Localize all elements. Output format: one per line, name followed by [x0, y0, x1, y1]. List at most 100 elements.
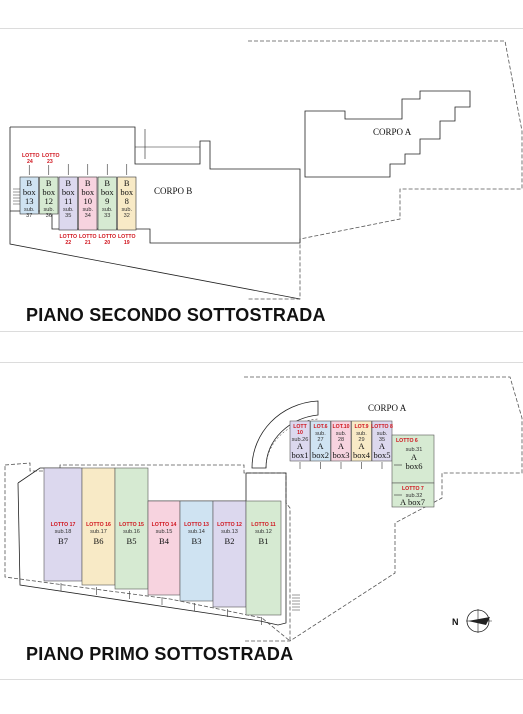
- top-box-number: 10: [84, 196, 93, 206]
- top-box-word: box: [42, 187, 56, 197]
- unit-label: B1: [259, 536, 269, 546]
- unit-label: B5: [127, 536, 137, 546]
- unit-lotto: LOTTO 12: [217, 522, 242, 528]
- unit-label: B4: [159, 536, 170, 546]
- unit-lotto: LOTTO 11: [251, 522, 276, 528]
- top-box-letter: B: [85, 178, 91, 188]
- top-box-sub: sub.: [63, 207, 74, 213]
- curved-ramp: [251, 400, 319, 469]
- top-box-10: [78, 176, 98, 231]
- a-box2: [310, 420, 331, 462]
- stair-hatch-bottom: [292, 594, 300, 611]
- unit-lotto: LOTTO 16: [86, 522, 111, 528]
- top-box-subnum: 33: [104, 213, 110, 219]
- top-box-subnum: 32: [124, 213, 130, 219]
- ramp-line: [9, 211, 301, 300]
- top-box-letter: B: [124, 178, 130, 188]
- corpo-b-label: CORPO B: [154, 186, 192, 196]
- a-box-sub: sub.: [336, 431, 347, 437]
- top-box-8: [117, 176, 137, 231]
- a-box-name: box5: [374, 450, 391, 460]
- top-box-number: 11: [64, 196, 72, 206]
- top-box-word: box: [62, 187, 76, 197]
- top-box-11: [58, 176, 78, 231]
- north-label: N: [452, 617, 459, 627]
- top-lotto-num: 22: [65, 240, 71, 246]
- top-lotto-num: 23: [47, 159, 53, 165]
- unit-sub: sub.18: [55, 529, 72, 535]
- unit-sub: sub.14: [188, 529, 205, 535]
- a-box6-letter: A: [411, 452, 418, 462]
- unit-B1: [245, 500, 282, 616]
- top-box-13: [19, 176, 39, 215]
- top-lotto-label: LOTTO: [118, 234, 135, 240]
- unit-label: B7: [58, 536, 68, 546]
- unit-B3: [179, 500, 214, 602]
- a-box3: [330, 420, 352, 462]
- top-box-letter: B: [104, 178, 110, 188]
- top-box-number: 8: [125, 196, 129, 206]
- corpo-a-label-bottom: CORPO A: [368, 403, 407, 413]
- unit-sub: sub.13: [221, 529, 238, 535]
- a-box-letter: A: [338, 441, 345, 451]
- unit-sub: sub.15: [156, 529, 173, 535]
- unit-B4: [147, 500, 181, 596]
- unit-label: B2: [225, 536, 235, 546]
- top-box-subnum: 36: [46, 213, 52, 219]
- north-arrow-icon: N: [452, 609, 492, 633]
- top-box-letter: B: [46, 178, 52, 188]
- top-lotto-label: LOTTO: [99, 234, 116, 240]
- top-box-word: box: [101, 187, 115, 197]
- top-lotto-label: LOTTO: [42, 153, 59, 159]
- a-box-subnum: 27: [317, 437, 323, 443]
- a-box7-name: box7: [408, 497, 425, 507]
- a-box-lotto: LOT.10: [332, 424, 349, 430]
- a-box-subnum: 29: [358, 437, 364, 443]
- a-box1: [289, 420, 311, 462]
- top-box-9: [97, 176, 117, 231]
- unit-label: B3: [192, 536, 202, 546]
- a-box-sub: sub.: [356, 431, 367, 437]
- top-lotto-num: 21: [85, 240, 91, 246]
- a-box7-lotto: LOTTO 7: [402, 486, 424, 492]
- top-box-subnum: 35: [65, 213, 71, 219]
- a-box6-lotto: LOTTO 6: [396, 438, 418, 444]
- unit-lotto: LOTTO 13: [184, 522, 209, 528]
- plan-drawing-top: CORPO A CORPO B Bbox13sub.37LOTTO24Bbox1…: [9, 40, 523, 300]
- unit-lotto: LOTTO 14: [152, 522, 177, 528]
- a-box-lotto: LOT.9: [354, 424, 368, 430]
- top-box-subnum: 34: [85, 213, 91, 219]
- top-box-letter: B: [26, 178, 32, 188]
- a-box6-sub: sub.31: [406, 447, 423, 453]
- top-lotto-num: 19: [124, 240, 130, 246]
- a-box-letter: A: [297, 441, 304, 451]
- corpo-a-outline: [248, 40, 523, 300]
- a-box-name: box4: [353, 450, 371, 460]
- top-box-number: 9: [105, 196, 109, 206]
- top-box-word: box: [23, 187, 37, 197]
- a-box-letter: A: [317, 441, 324, 451]
- a-box-name: box2: [312, 450, 329, 460]
- top-boxes-group: Bbox13sub.37LOTTO24Bbox12sub.36LOTTO23Bb…: [19, 153, 137, 246]
- a-box7-sub: sub.32: [406, 493, 423, 499]
- top-box-sub: sub.: [102, 207, 113, 213]
- top-box-word: box: [120, 187, 134, 197]
- top-box-number: 13: [25, 196, 34, 206]
- top-box-word: box: [81, 187, 95, 197]
- unit-sub: sub.17: [90, 529, 107, 535]
- top-box-sub: sub.: [121, 207, 132, 213]
- top-lotto-num: 20: [104, 240, 110, 246]
- a-box-lotto-num: 10: [297, 430, 303, 436]
- top-lotto-num: 24: [27, 159, 33, 165]
- a-box-name: box1: [292, 450, 309, 460]
- a-box-sub: sub.26: [292, 437, 309, 443]
- top-box-letter: B: [65, 178, 71, 188]
- plan-title-bottom: PIANO PRIMO SOTTOSTRADA: [26, 644, 294, 664]
- unit-B7: [43, 467, 83, 582]
- top-box-sub: sub.: [82, 207, 93, 213]
- a-box-subnum: 28: [338, 437, 344, 443]
- a-box7-letter: A: [400, 497, 407, 507]
